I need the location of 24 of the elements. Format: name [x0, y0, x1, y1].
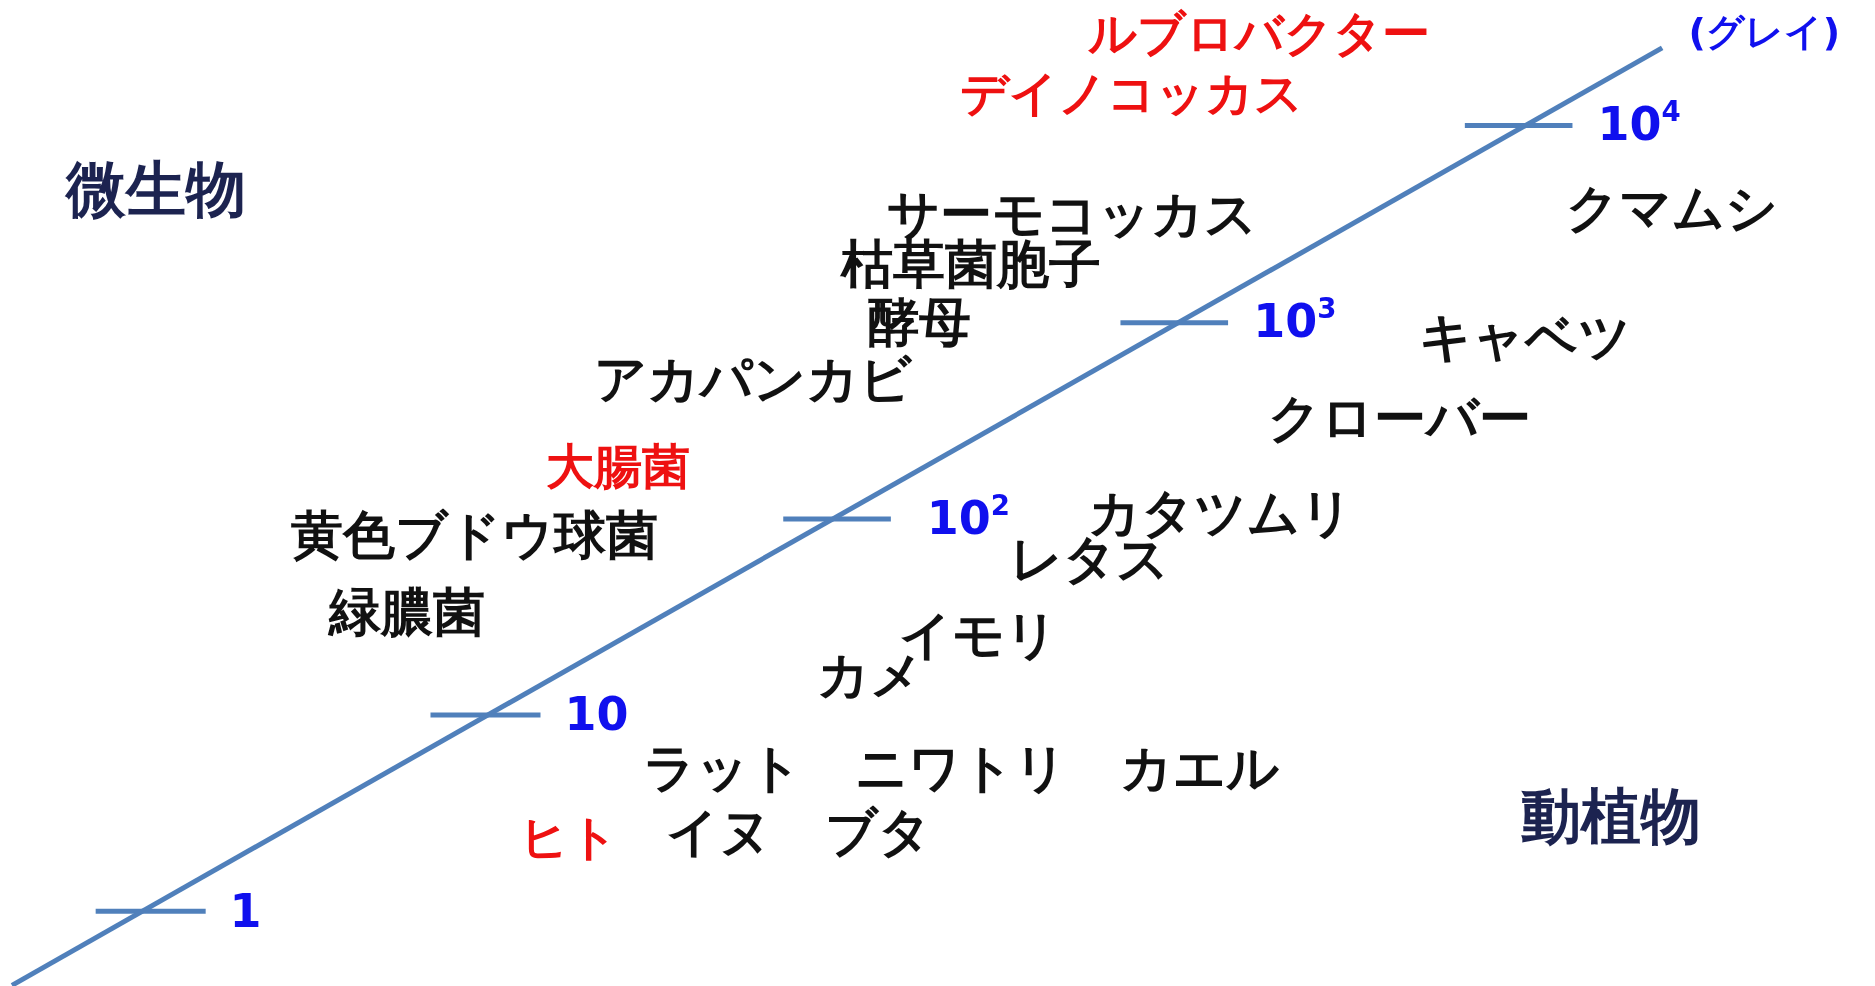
organism-label: カエル — [1120, 740, 1280, 798]
scale-value: 10 — [564, 688, 629, 740]
organism-label: ニワトリ — [855, 740, 1067, 798]
scale-value: 10$^{3}$ — [1253, 294, 1337, 347]
organism-label: アカパンカビ — [594, 351, 913, 409]
scale-value: 1 — [229, 885, 262, 937]
organism-label: ヒト — [520, 810, 619, 864]
organism-label: ルブロバクター — [1088, 7, 1431, 60]
organism-label: 緑膿菌 — [328, 584, 485, 643]
organism-label: ラット — [643, 740, 803, 798]
organism-label: クマムシ — [1566, 180, 1779, 238]
category-heading: 動植物 — [1521, 782, 1702, 849]
organism-label: デイノコッカス — [960, 66, 1304, 120]
organism-label: 大腸菌 — [546, 439, 691, 493]
scale-value: 10$^{2}$ — [926, 490, 1010, 544]
organism-label: 酵母 — [866, 294, 971, 352]
organism-label: 黄色ブドウ球菌 — [290, 507, 658, 565]
organism-label: ブタ — [825, 804, 932, 863]
organism-label: キャベツ — [1419, 309, 1632, 367]
category-heading: 微生物 — [65, 155, 246, 222]
scale-value: 10$^{4}$ — [1597, 96, 1681, 150]
organism-label: クローバー — [1267, 389, 1531, 448]
organism-label: イヌ — [666, 804, 773, 863]
scale-value: (グレイ) — [1688, 12, 1841, 55]
